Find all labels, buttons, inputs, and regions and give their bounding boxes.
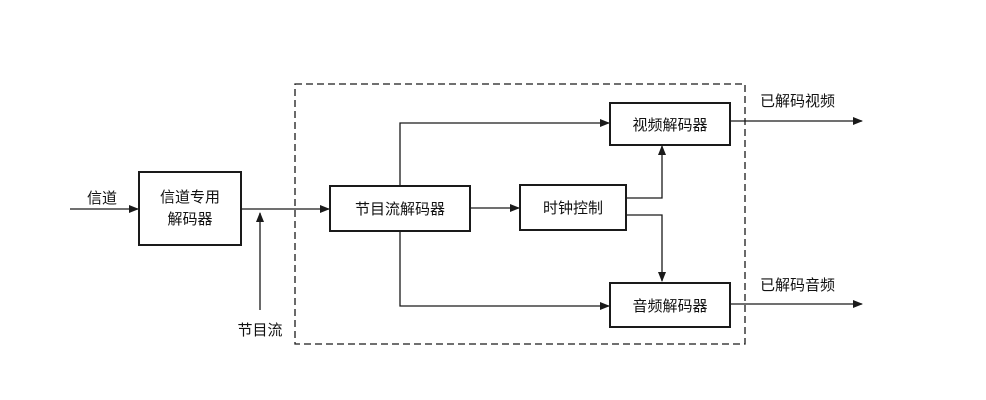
channel-input-label: 信道	[87, 189, 117, 207]
channel-decoder-label-line1: 信道专用	[160, 188, 220, 206]
channel-decoder-label-line2: 解码器	[167, 210, 212, 228]
audio-decoder-label: 音频解码器	[632, 297, 707, 315]
video-decoder-block	[609, 102, 731, 146]
program-stream-input-label: 节目流	[237, 321, 282, 339]
audio-decoder-block	[609, 282, 731, 328]
decoded-audio-label: 已解码音频	[760, 276, 835, 294]
program-stream-decoder-block	[329, 185, 471, 232]
clock-control-label: 时钟控制	[543, 199, 603, 217]
clock-to-video-path	[626, 145, 666, 199]
clock-control-block	[519, 184, 627, 231]
dashed-enclosure	[294, 83, 746, 345]
channel-decoder-block	[138, 171, 242, 246]
program-stream-decoder-label: 节目流解码器	[355, 200, 445, 218]
decoded-video-label: 已解码视频	[760, 92, 835, 110]
program-to-audio-path	[399, 231, 610, 310]
video-decoder-label: 视频解码器	[632, 116, 707, 134]
program-to-video-path	[399, 119, 610, 186]
clock-to-audio-path	[626, 214, 666, 282]
